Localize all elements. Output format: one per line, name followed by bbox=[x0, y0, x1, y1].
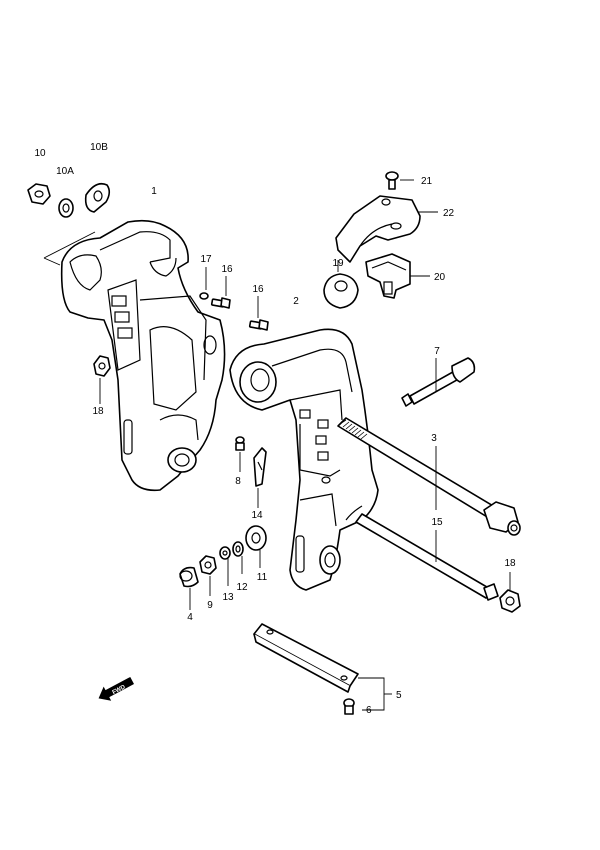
callout-6: 6 bbox=[366, 705, 372, 716]
part-1-clamp-bracket-left bbox=[60, 219, 226, 492]
part-16-bolt-upper bbox=[210, 297, 231, 309]
callout-17: 17 bbox=[200, 254, 212, 265]
part-11-washer-large bbox=[245, 525, 267, 551]
callout-20: 20 bbox=[434, 272, 446, 283]
callout-18-right: 18 bbox=[504, 558, 516, 569]
part-16-bolt-lower bbox=[248, 319, 269, 331]
callout-18-left: 18 bbox=[92, 406, 104, 417]
part-10a-washer bbox=[58, 198, 74, 218]
part-7-bolt bbox=[401, 357, 476, 407]
part-4-bushing bbox=[179, 566, 199, 588]
callout-21: 21 bbox=[421, 176, 433, 187]
part-18-nut-left bbox=[93, 355, 111, 377]
callout-11: 11 bbox=[257, 572, 268, 583]
callout-16-lower: 16 bbox=[252, 284, 264, 295]
part-12-washer bbox=[232, 541, 244, 557]
part-9-nut bbox=[199, 555, 217, 575]
callout-16-upper: 16 bbox=[221, 264, 233, 275]
fwd-arrow-icon: FWD bbox=[98, 676, 135, 701]
part-20-clip bbox=[365, 253, 411, 299]
callout-13: 13 bbox=[222, 592, 234, 603]
callout-10b: 10B bbox=[90, 142, 108, 153]
callout-2: 2 bbox=[293, 296, 299, 307]
callout-15: 15 bbox=[431, 517, 443, 528]
part-21-screw bbox=[385, 171, 399, 190]
part-5-bar bbox=[253, 623, 359, 693]
callout-9: 9 bbox=[207, 600, 213, 611]
part-17-washer bbox=[199, 292, 209, 300]
part-14-pin bbox=[253, 447, 267, 487]
callout-12: 12 bbox=[236, 582, 248, 593]
part-2-clamp-bracket-right bbox=[229, 328, 379, 591]
callout-7: 7 bbox=[434, 346, 440, 357]
part-3-shaft bbox=[337, 417, 521, 536]
callout-22: 22 bbox=[443, 208, 455, 219]
part-10-nut bbox=[27, 183, 51, 205]
callout-3: 3 bbox=[431, 433, 437, 444]
callout-4: 4 bbox=[187, 612, 193, 623]
part-18-nut-right bbox=[499, 589, 521, 613]
callout-10: 10 bbox=[34, 148, 46, 159]
part-19-cap bbox=[323, 273, 359, 309]
part-13-washer bbox=[219, 546, 231, 560]
callout-5: 5 bbox=[396, 690, 402, 701]
part-10b-plate bbox=[84, 182, 111, 213]
callout-19: 19 bbox=[332, 258, 344, 269]
callout-10a: 10A bbox=[56, 166, 74, 177]
part-22-cover-plate bbox=[335, 195, 421, 263]
part-15-rod bbox=[355, 513, 499, 601]
callout-8: 8 bbox=[235, 476, 241, 487]
callout-1: 1 bbox=[151, 186, 157, 197]
part-8-screw bbox=[235, 436, 245, 451]
part-6-screw bbox=[343, 698, 355, 715]
callout-14: 14 bbox=[251, 510, 263, 521]
